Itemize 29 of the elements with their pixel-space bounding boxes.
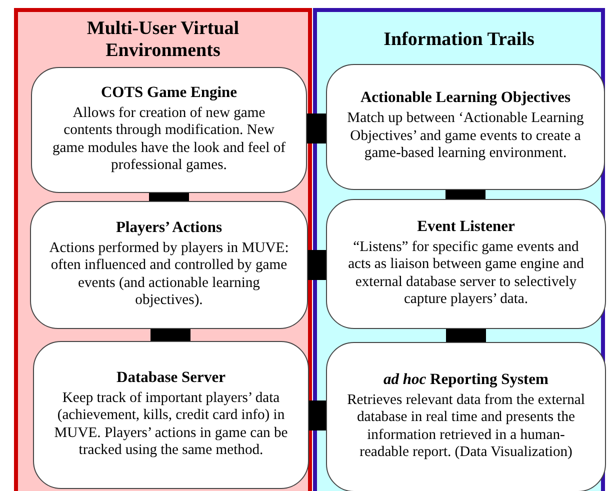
box-heading: Database Server <box>116 368 226 386</box>
component-box <box>31 67 307 193</box>
box-heading: ad hoc Reporting System <box>382 370 550 388</box>
category-panel <box>313 8 605 491</box>
box-description: Keep track of important players’ data (achievement, kills, credit card info) in MUVE. Players’ actions in game can be tracked using the same method. <box>53 390 289 460</box>
box-description: Allows for creation of new game contents through modification. New game modules have the look and feel of professional games. <box>51 104 286 174</box>
connector-bar <box>446 329 486 342</box>
box-heading: Players’ Actions <box>114 218 224 236</box>
category-panel <box>14 8 312 491</box>
component-box <box>326 342 606 491</box>
box-description: Retrieves relevant data from the external database in real time and presents the information retrieved in a human-readable report. (Data Visualization) <box>346 392 586 462</box>
box-description: Match up between ‘Actionable Learning Objectives’ and game events to create a game-based learning environment. <box>346 110 585 162</box>
component-box <box>326 199 606 329</box>
component-box <box>30 201 308 329</box>
panel-title: Multi-User Virtual Environments <box>86 18 240 62</box>
connector-bar <box>446 190 486 199</box>
component-box <box>33 341 309 489</box>
box-heading: Event Listener <box>416 216 516 236</box>
connector-bar <box>309 400 326 430</box>
panel-title: Information Trails <box>382 29 536 51</box>
box-description: Actions performed by players in MUVE: often influenced and controlled by game events (and actionable learning objectives). <box>48 240 290 310</box>
box-heading: Actionable Learning Objectives <box>359 88 572 107</box>
component-box <box>326 64 605 190</box>
connector-bar <box>308 250 326 280</box>
connector-bar <box>150 329 190 341</box>
connector-bar <box>307 114 326 144</box>
connector-bar <box>149 193 189 201</box>
box-heading: COTS Game Engine <box>100 82 238 102</box>
box-description: “Listens” for specific game events and acts as liaison between game engine and external database server to selectively capture players’ data. <box>347 238 585 308</box>
